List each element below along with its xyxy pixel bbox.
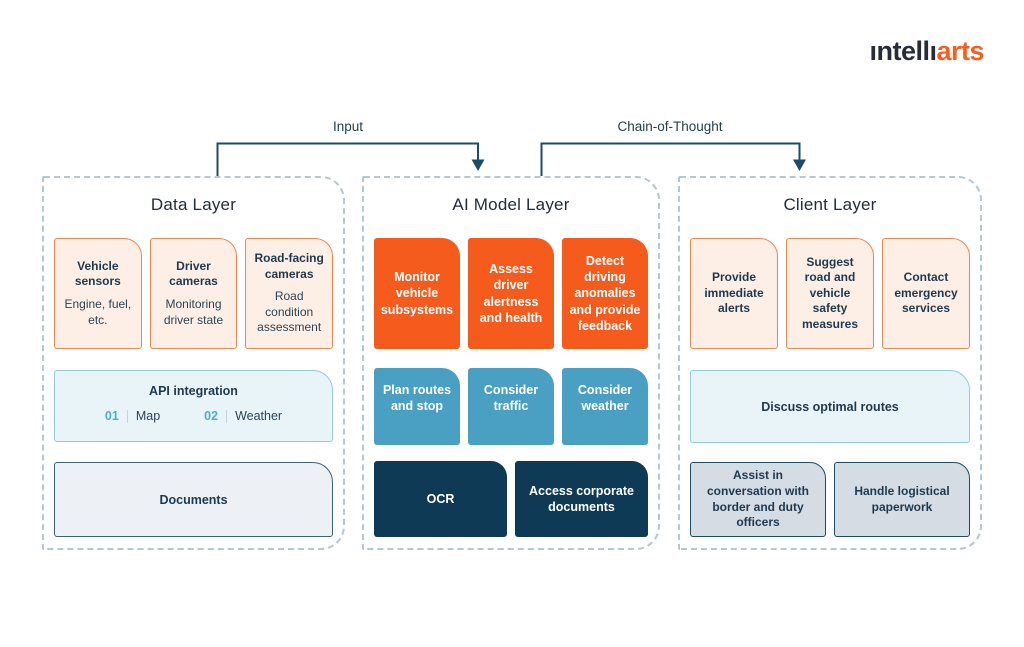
- divider: [226, 409, 228, 423]
- card-assess-driver-alertness: Assess driver alertness and health: [468, 238, 554, 349]
- card-road-facing-cameras: Road-facing cameras Road condition asses…: [245, 238, 334, 349]
- card-suggest-safety-measures: Suggest road and vehicle safety measures: [786, 238, 874, 349]
- data-layer-sources-row: Vehicle sensors Engine, fuel, etc. Drive…: [54, 238, 334, 349]
- chain-arrowhead-icon: [793, 159, 806, 171]
- input-arrow-line: [216, 142, 479, 176]
- card-vehicle-sensors: Vehicle sensors Engine, fuel, etc.: [54, 238, 142, 349]
- ai-planning-row: Plan routes and stop Consider traffic Co…: [374, 368, 648, 445]
- ai-documents-row: OCR Access corporate documents: [374, 461, 648, 537]
- documents-box: Documents: [54, 462, 333, 537]
- api-item-map: 01 Map: [105, 409, 160, 423]
- card-ocr: OCR: [374, 461, 507, 537]
- card-title: Road-facing cameras: [254, 251, 324, 281]
- card-subtitle: Road condition assessment: [257, 289, 322, 335]
- card-driver-cameras: Driver cameras Monitoring driver state: [149, 238, 238, 349]
- card-detect-driving-anomalies: Detect driving anomalies and provide fee…: [562, 238, 648, 349]
- card-consider-weather: Consider weather: [562, 368, 648, 445]
- data-layer-title: Data Layer: [150, 195, 237, 214]
- divider: [126, 409, 128, 423]
- client-paperwork-row: Assist in conversation with border and d…: [690, 462, 970, 537]
- api-items: 01 Map 02 Weather: [105, 409, 282, 423]
- discuss-optimal-routes-label: Discuss optimal routes: [761, 399, 899, 414]
- card-handle-logistical-paperwork: Handle logistical paperwork: [834, 462, 970, 537]
- card-title: Vehicle sensors: [74, 258, 121, 289]
- card-title: Driver cameras: [169, 258, 218, 289]
- api-integration-box: API integration 01 Map 02 Weather: [54, 370, 333, 442]
- data-layer-panel: Data Layer Vehicle sensors Engine, fuel,…: [42, 176, 345, 550]
- brand-logo-accent: arts: [936, 36, 984, 66]
- documents-label: Documents: [159, 492, 228, 507]
- card-monitor-vehicle-subsystems: Monitor vehicle subsystems: [374, 238, 460, 349]
- client-layer-panel: Client Layer Provide immediate alerts Su…: [678, 176, 982, 550]
- chain-arrow-line: [540, 142, 801, 176]
- card-provide-immediate-alerts: Provide immediate alerts: [690, 238, 778, 349]
- api-item-label: Map: [135, 409, 161, 423]
- card-consider-traffic: Consider traffic: [468, 368, 554, 445]
- api-item-number: 01: [104, 409, 119, 423]
- ai-model-layer-panel: AI Model Layer Monitor vehicle subsystem…: [362, 176, 660, 550]
- ai-model-layer-title: AI Model Layer: [452, 195, 570, 214]
- card-assist-border-officers: Assist in conversation with border and d…: [690, 462, 826, 537]
- card-plan-routes: Plan routes and stop: [374, 368, 460, 445]
- api-item-weather: 02 Weather: [204, 409, 282, 423]
- brand-logo: ıntellıarts: [869, 36, 984, 67]
- card-subtitle: Engine, fuel, etc.: [64, 297, 132, 327]
- api-integration-title: API integration: [149, 384, 238, 398]
- discuss-optimal-routes-box: Discuss optimal routes: [690, 370, 970, 443]
- card-contact-emergency-services: Contact emergency services: [882, 238, 970, 349]
- card-subtitle: Monitoring driver state: [163, 297, 224, 327]
- brand-logo-dark: ıntellı: [869, 36, 937, 66]
- client-layer-title: Client Layer: [783, 195, 877, 214]
- client-alerts-row: Provide immediate alerts Suggest road an…: [690, 238, 970, 349]
- card-access-corporate-documents: Access corporate documents: [515, 461, 648, 537]
- api-item-label: Weather: [235, 409, 283, 423]
- api-item-number: 02: [204, 409, 219, 423]
- input-arrowhead-icon: [471, 159, 485, 171]
- chain-of-thought-label: Chain-of-Thought: [617, 119, 723, 134]
- input-label: Input: [332, 119, 364, 134]
- ai-monitor-row: Monitor vehicle subsystems Assess driver…: [374, 238, 648, 349]
